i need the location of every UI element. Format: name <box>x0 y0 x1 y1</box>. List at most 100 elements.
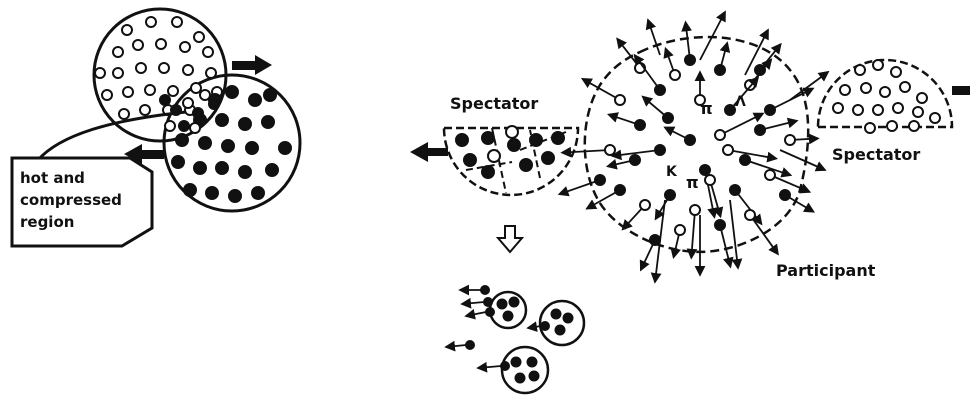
spectator-nucleon <box>833 103 843 113</box>
nucleon-filled <box>194 162 206 174</box>
participant-particle-filled <box>630 155 640 165</box>
participant-particle-filled <box>740 155 750 165</box>
nucleon-open <box>122 25 132 35</box>
spectator-nucleon <box>900 82 910 92</box>
participant-particle-filled <box>730 185 740 195</box>
participant-particle-open <box>723 145 733 155</box>
nucleon-filled <box>176 134 188 146</box>
participant-particle-filled <box>685 135 695 145</box>
emitted-particle <box>541 322 549 330</box>
participant-particle-open <box>765 170 775 180</box>
emission-arrow <box>466 312 486 316</box>
fragments <box>446 286 584 393</box>
emitted-particle <box>466 341 474 349</box>
left-panel: hot and compressed region <box>12 9 300 246</box>
emission-arrow <box>720 225 730 267</box>
participant-particle-filled <box>663 113 673 123</box>
nucleon-filled <box>249 94 261 106</box>
emission-arrow <box>691 210 695 258</box>
participant-particle-open <box>605 145 615 155</box>
fragment-nucleon <box>528 358 537 367</box>
overlap-nucleon <box>179 121 189 131</box>
nucleon-open <box>140 105 150 115</box>
participant-particle-filled <box>650 235 660 245</box>
spectator-nucleon <box>520 159 532 171</box>
fragment-nucleon <box>510 298 519 307</box>
spectator-nucleon <box>913 107 923 117</box>
participant-particle-filled <box>755 65 765 75</box>
fragment-3 <box>502 347 548 393</box>
pi-symbol-1: π <box>700 99 713 118</box>
nucleon-filled <box>216 162 228 174</box>
spectator-nucleon <box>861 83 871 93</box>
spectator-nucleon <box>880 87 890 97</box>
nucleon-open <box>102 90 112 100</box>
participant-particle-filled <box>780 190 790 200</box>
emission-arrow <box>462 302 484 304</box>
participant-particle-open <box>785 135 795 145</box>
spectator-nucleon <box>552 132 564 144</box>
pi-symbol-2: π <box>686 173 699 192</box>
overlap-nucleon <box>183 98 193 108</box>
nucleon-filled <box>266 164 278 176</box>
fireball-boundary <box>585 37 808 252</box>
overlap-nucleon <box>165 121 175 131</box>
spectator-nucleon <box>887 121 897 131</box>
participant-particle-open <box>640 200 650 210</box>
emitted-particle <box>484 298 492 306</box>
nucleon-open <box>119 109 129 119</box>
long-emission-arrow <box>730 200 738 268</box>
spectator-nucleon <box>893 103 903 113</box>
nucleon-open <box>133 40 143 50</box>
long-emission-arrow <box>700 12 725 60</box>
callout-line-1: hot and <box>20 169 85 187</box>
spectator-nucleon <box>506 126 518 138</box>
spectator-nucleon <box>909 121 919 131</box>
spectator-left-label: Spectator <box>450 94 538 113</box>
emission-arrow <box>446 345 466 347</box>
nucleon-open <box>145 85 155 95</box>
emission-arrow <box>478 366 501 368</box>
spectator-nucleon <box>482 166 494 178</box>
nucleon-filled <box>172 156 184 168</box>
lambda-symbol: Λ <box>735 94 746 110</box>
participant-particle-filled <box>655 85 665 95</box>
nucleon-filled <box>239 166 251 178</box>
participant-particle-filled <box>715 220 725 230</box>
overlap-nucleon <box>193 108 203 118</box>
spectator-nucleon <box>542 152 554 164</box>
nucleon-open <box>203 47 213 57</box>
spectator-nucleon <box>865 123 875 133</box>
nucleon-filled <box>222 140 234 152</box>
nucleon-open <box>168 86 178 96</box>
spectator-nucleon <box>873 60 883 70</box>
spectator-left-nucleons <box>456 126 564 178</box>
nucleon-open <box>113 47 123 57</box>
participant-particle-open <box>670 70 680 80</box>
participant-particle-open <box>705 175 715 185</box>
spectator-nucleon <box>840 85 850 95</box>
spectator-nucleon <box>464 154 476 166</box>
emitted-particle <box>481 286 489 294</box>
nucleon-filled <box>262 116 274 128</box>
spectator-nucleon <box>855 65 865 75</box>
nucleon-filled <box>239 118 251 130</box>
spectator-nucleon <box>482 132 494 144</box>
fragment-1 <box>490 292 526 328</box>
fragment-nucleon <box>504 312 513 321</box>
callout-line-3: region <box>20 213 74 231</box>
nucleon-open <box>172 17 182 27</box>
nucleon-open <box>194 32 204 42</box>
nucleon-open <box>206 68 216 78</box>
callout-line-2: compressed <box>20 191 122 209</box>
nucleon-open <box>191 83 201 93</box>
long-emission-arrow <box>780 150 825 170</box>
nucleon-filled <box>216 114 228 126</box>
participant-particle-filled <box>715 65 725 75</box>
spectator-nucleon <box>853 105 863 115</box>
emission-arrow <box>750 215 778 254</box>
emission-arrow <box>528 326 541 328</box>
participant-particle-filled <box>635 120 645 130</box>
participant-particle-filled <box>615 185 625 195</box>
overlap-nucleon <box>200 90 210 100</box>
